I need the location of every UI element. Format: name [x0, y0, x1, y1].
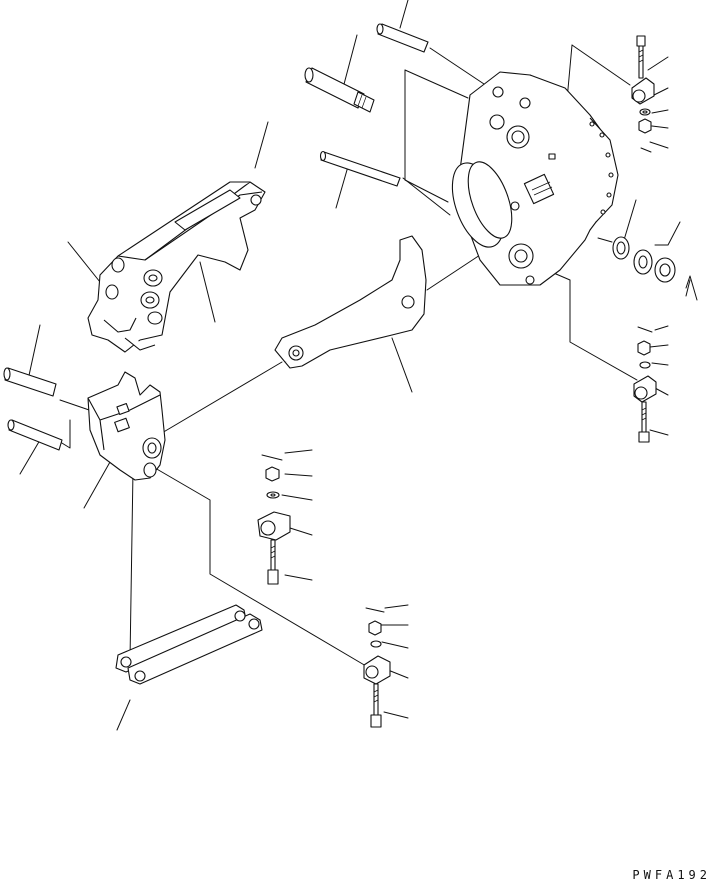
bolt-set-middle — [257, 454, 291, 585]
bolt-set-lower — [363, 607, 391, 728]
pin-top-2 — [304, 67, 375, 113]
drawing-reference-code: PWFA192 — [632, 868, 711, 882]
upper-frame — [87, 181, 266, 353]
bottom-link — [115, 604, 263, 685]
crescent-arm — [274, 235, 427, 369]
washers-right — [612, 236, 698, 301]
pin-top-3 — [319, 150, 401, 187]
pin-left-2 — [7, 419, 63, 451]
motor-housing — [451, 71, 619, 286]
bolt-set-lower-right — [633, 326, 657, 443]
pin-top-1 — [376, 23, 429, 53]
center-bracket — [87, 371, 166, 481]
pin-left-1 — [3, 367, 57, 397]
leader-lines — [19, 0, 691, 731]
bolt-set-upper-right — [631, 35, 655, 153]
